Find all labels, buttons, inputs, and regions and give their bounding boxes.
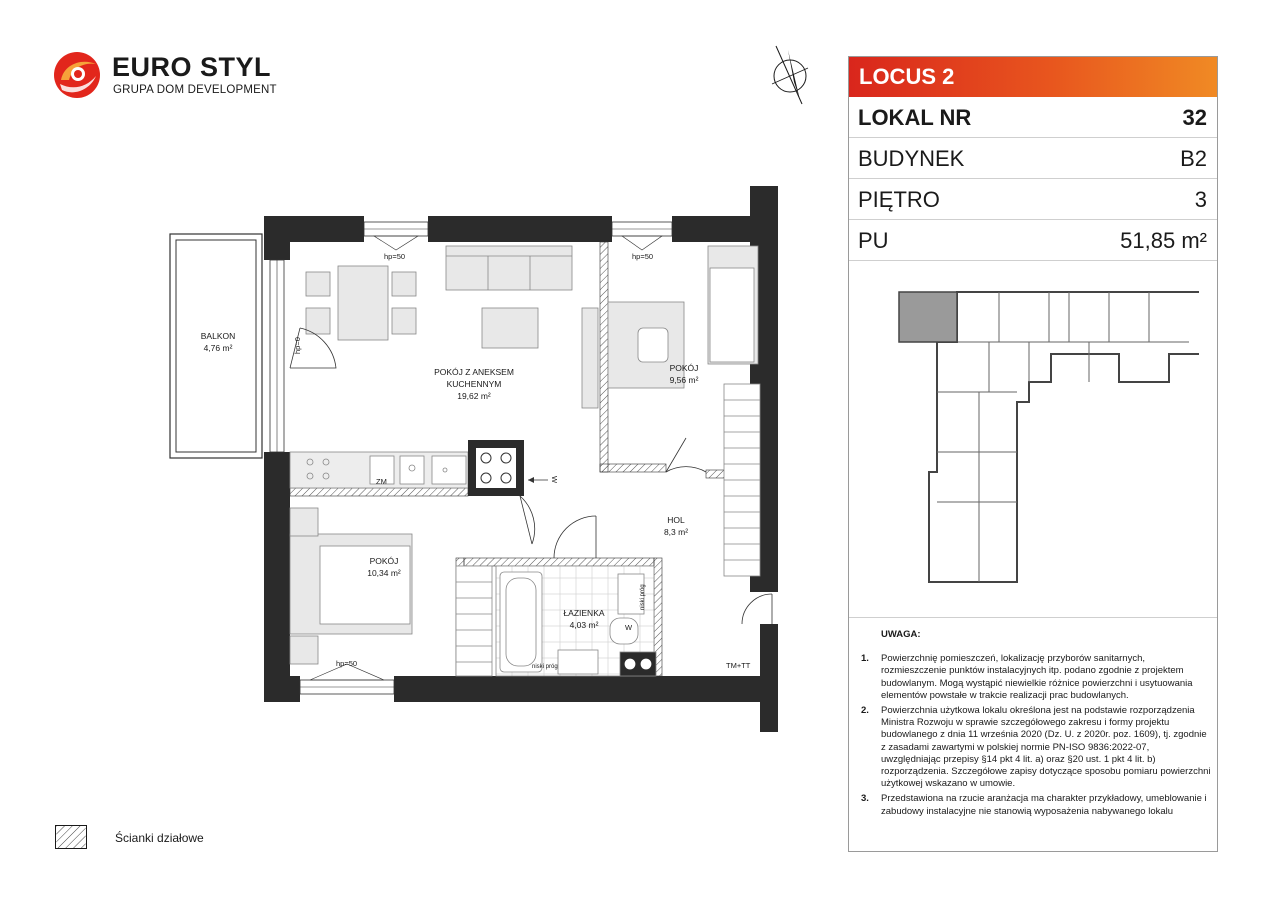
room-area-small: 9,56 m² bbox=[670, 375, 699, 385]
tv-cabinet bbox=[581, 307, 599, 409]
building-key-plan bbox=[898, 291, 1199, 583]
hall-wardrobe bbox=[723, 383, 761, 577]
info-key-floor: PIĘTRO bbox=[858, 187, 940, 212]
legend-text: Ścianki działowe bbox=[115, 831, 204, 845]
bed bbox=[289, 507, 413, 665]
mark-hp50-b: hp=50 bbox=[632, 252, 653, 261]
mark-niski-prog-a: niski próg bbox=[532, 664, 558, 670]
note-number: 1. bbox=[861, 653, 869, 665]
mark-tm-tt: TM+TT bbox=[726, 661, 751, 670]
outer-walls bbox=[264, 186, 778, 732]
desk-set bbox=[607, 245, 759, 389]
note-text: Przedstawiona na rzucie aranżacja ma cha… bbox=[881, 793, 1207, 817]
mark-hp50-c: hp=50 bbox=[336, 659, 357, 668]
room-labels: BALKON 4,76 m² POKÓJ Z ANEKSEM KUCHENNYM… bbox=[201, 331, 699, 630]
room-name-living-1: POKÓJ Z ANEKSEM bbox=[434, 367, 514, 377]
mark-zm: ZM bbox=[376, 477, 387, 486]
north-arrow-icon bbox=[771, 45, 809, 105]
bottom-window bbox=[299, 663, 395, 695]
unit-info-panel: LOCUS 2 LOKAL NR 32 BUDYNEK B2 PIĘTRO 3 … bbox=[848, 56, 1218, 852]
info-value-building: B2 bbox=[1180, 146, 1207, 171]
room-name-bath: ŁAZIENKA bbox=[563, 608, 604, 618]
notes-title: UWAGA: bbox=[881, 629, 921, 640]
coffee-table bbox=[481, 307, 539, 349]
brand-subtitle: GRUPA DOM DEVELOPMENT bbox=[113, 84, 277, 96]
floor-plan: BALKON 4,76 m² POKÓJ Z ANEKSEM KUCHENNYM… bbox=[169, 186, 778, 732]
mark-hp0: hp=0 bbox=[293, 337, 302, 354]
notes-separator bbox=[849, 617, 1217, 618]
note-number: 3. bbox=[861, 793, 869, 805]
mark-w-kitchen: W bbox=[550, 476, 559, 484]
room-name-living-2: KUCHENNYM bbox=[447, 379, 502, 389]
room-name-balkon: BALKON bbox=[201, 331, 236, 341]
brand-name: EURO STYL bbox=[112, 52, 272, 82]
project-name: LOCUS 2 bbox=[849, 57, 1217, 97]
doors bbox=[289, 327, 773, 625]
info-key-building: BUDYNEK bbox=[858, 146, 965, 171]
info-row-area: PU 51,85 m² bbox=[849, 220, 1217, 261]
balcony bbox=[169, 233, 263, 459]
room-name-small: POKÓJ bbox=[670, 363, 699, 373]
mark-niski-prog-b: niski próg bbox=[640, 584, 646, 610]
room-name-hall: HOL bbox=[667, 515, 685, 525]
room-area-balkon: 4,76 m² bbox=[204, 343, 233, 353]
hatch-swatch-icon bbox=[55, 825, 87, 849]
info-row-building: BUDYNEK B2 bbox=[849, 138, 1217, 179]
top-windows bbox=[363, 221, 673, 251]
sofa bbox=[445, 245, 573, 291]
dining-set bbox=[305, 265, 417, 341]
room-name-bedroom: POKÓJ bbox=[370, 556, 399, 566]
note-item: 3. Przedstawiona na rzucie aranżacja ma … bbox=[861, 793, 1211, 817]
info-row-unit: LOKAL NR 32 bbox=[849, 97, 1217, 138]
brand-logo: EURO STYL GRUPA DOM DEVELOPMENT bbox=[52, 50, 292, 102]
note-text: Powierzchnia użytkowa lokalu określona j… bbox=[881, 705, 1211, 790]
bathroom-fixtures bbox=[495, 565, 657, 677]
unit-highlight bbox=[898, 291, 958, 343]
balcony-window bbox=[269, 259, 285, 453]
kitchen-counter bbox=[289, 451, 469, 489]
mark-hp50-a: hp=50 bbox=[384, 252, 405, 261]
mark-w-bath: W bbox=[625, 623, 633, 632]
ventilation-shaft bbox=[468, 440, 524, 496]
info-key-area: PU bbox=[858, 228, 889, 253]
note-item: 2. Powierzchnia użytkowa lokalu określon… bbox=[861, 705, 1211, 790]
room-area-living: 19,62 m² bbox=[457, 391, 491, 401]
euro-styl-logo-icon bbox=[54, 52, 100, 98]
info-value-floor: 3 bbox=[1194, 187, 1207, 212]
info-value-unit: 32 bbox=[1182, 105, 1207, 130]
technical-marks: hp=50 hp=50 hp=50 hp=0 ZM W W niski próg… bbox=[293, 252, 751, 670]
room-area-bath: 4,03 m² bbox=[570, 620, 599, 630]
note-item: 1. Powierzchnię pomieszczeń, lokalizację… bbox=[861, 653, 1211, 702]
bedroom-wardrobe bbox=[455, 565, 493, 677]
room-area-bedroom: 10,34 m² bbox=[367, 568, 401, 578]
note-text: Powierzchnię pomieszczeń, lokalizację pr… bbox=[881, 653, 1193, 701]
room-area-hall: 8,3 m² bbox=[664, 527, 688, 537]
info-value-area: 51,85 m² bbox=[1120, 228, 1207, 253]
info-key-unit: LOKAL NR bbox=[858, 105, 972, 130]
notes-section: UWAGA: 1. Powierzchnię pomieszczeń, loka… bbox=[861, 629, 1211, 821]
info-row-floor: PIĘTRO 3 bbox=[849, 179, 1217, 220]
note-number: 2. bbox=[861, 705, 869, 717]
